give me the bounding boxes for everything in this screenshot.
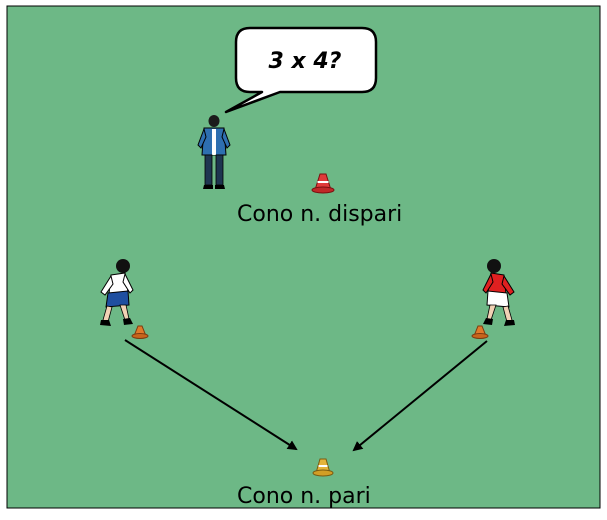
- cone-odd: [311, 173, 335, 194]
- arrow-right-to-even-cone: [352, 340, 488, 452]
- player-right: [482, 259, 515, 326]
- label-even-cone: Cono n. pari: [237, 484, 371, 509]
- cone-even: [312, 458, 334, 477]
- label-odd-cone: Cono n. dispari: [237, 202, 402, 227]
- cone-start-right: [471, 325, 489, 339]
- coach-icon: [197, 115, 231, 189]
- cone-start-left: [131, 325, 149, 339]
- arrow-left-to-even-cone: [124, 339, 298, 451]
- speech-bubble: 3 x 4?: [224, 26, 378, 114]
- player-left: [100, 259, 134, 326]
- speech-bubble-text: 3 x 4?: [269, 49, 342, 74]
